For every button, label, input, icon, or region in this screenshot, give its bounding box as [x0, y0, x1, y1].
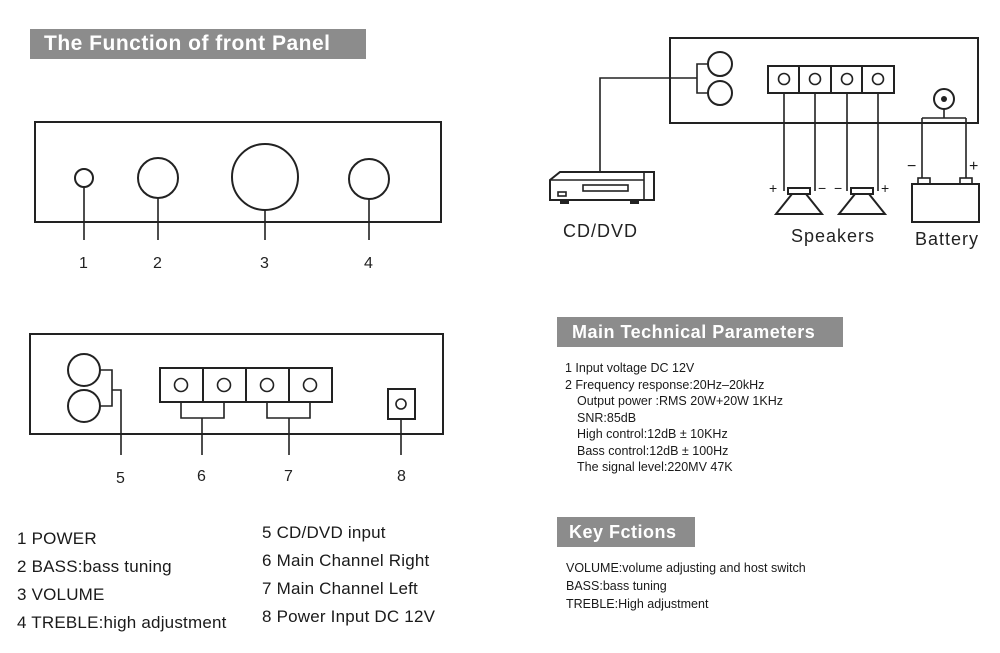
- key-functions-title: Key Fctions: [557, 517, 695, 547]
- leader-5: [112, 389, 122, 455]
- param-snr: SNR:85dB: [577, 410, 637, 425]
- terminal-2: [216, 377, 232, 393]
- cd-dvd-label: CD/DVD: [563, 221, 639, 241]
- technical-title: Main Technical Parameters: [557, 317, 843, 347]
- volume-knob: [231, 143, 299, 211]
- front-panel-outline: [34, 121, 442, 223]
- front-panel-title: The Function of front Panel: [30, 29, 366, 59]
- legend-item-bass: 2 BASS:bass tuning: [17, 557, 172, 576]
- legend-item-power-input: 8 Power Input DC 12V: [262, 607, 436, 626]
- param-output-power: Output power :RMS 20W+20W 1KHz: [577, 394, 783, 408]
- param-input-voltage: 1 Input voltage DC 12V: [565, 361, 695, 375]
- battery-minus: −: [907, 158, 917, 175]
- legend-item-right-channel: 6 Main Channel Right: [262, 551, 430, 570]
- label-1: 1: [79, 255, 88, 272]
- speakers-label: Speakers: [791, 226, 876, 246]
- param-frequency: 2 Frequency response:20Hz–20kHz: [565, 377, 765, 392]
- param-bass-control: Bass control:12dB ± 100Hz: [577, 443, 729, 458]
- speaker-left: [836, 187, 888, 215]
- speaker-left-plus: +: [881, 180, 890, 196]
- battery-plus: +: [969, 158, 979, 175]
- key-bass: BASS:bass tuning: [566, 579, 667, 593]
- amp-rca-bottom: [707, 80, 733, 106]
- speaker-left-minus: −: [834, 180, 843, 196]
- left-channel-bracket: [266, 402, 311, 419]
- label-4: 4: [364, 255, 373, 272]
- legend-item-cd-input: 5 CD/DVD input: [262, 523, 386, 542]
- legend-item-power: 1 POWER: [17, 529, 97, 548]
- legend-item-treble: 4 TREBLE:high adjustment: [17, 613, 227, 632]
- bass-knob: [137, 157, 179, 199]
- label-5: 5: [116, 470, 125, 487]
- cd-signal-cable: [599, 77, 697, 178]
- dc-input-socket: [387, 388, 416, 420]
- rca-bracket: [100, 369, 113, 407]
- battery-label: Battery: [915, 229, 980, 249]
- legend-item-left-channel: 7 Main Channel Left: [262, 579, 418, 598]
- disc-tray: [582, 184, 629, 192]
- legend-left: 1 POWER 2 BASS:bass tuning 3 VOLUME 4 TR…: [17, 525, 227, 637]
- label-7: 7: [284, 468, 293, 485]
- amp-rca-top: [707, 51, 733, 77]
- legend-item-volume: 3 VOLUME: [17, 585, 105, 604]
- param-signal-level: The signal level:220MV 47K: [577, 460, 733, 474]
- front-panel-drawing: [34, 121, 442, 240]
- power-indicator: [74, 168, 94, 188]
- terminal-1: [173, 377, 189, 393]
- treble-knob: [348, 158, 390, 200]
- speaker-right-minus: −: [818, 180, 827, 196]
- right-channel-bracket: [180, 402, 225, 419]
- connection-drawing: [549, 37, 980, 223]
- key-volume: VOLUME:volume adjusting and host switch: [566, 561, 806, 575]
- rear-panel-drawing: [29, 333, 444, 455]
- technical-parameters: 1 Input voltage DC 12V 2 Frequency respo…: [565, 360, 783, 476]
- rca-jack-top: [67, 353, 101, 387]
- legend-right: 5 CD/DVD input 6 Main Channel Right 7 Ma…: [262, 519, 435, 631]
- terminal-3: [259, 377, 275, 393]
- label-2: 2: [153, 255, 162, 272]
- speaker-right-plus: +: [769, 180, 778, 196]
- cd-dvd-player: [549, 171, 655, 201]
- key-functions-list: VOLUME:volume adjusting and host switch …: [566, 559, 806, 613]
- param-high-control: High control:12dB ± 10KHz: [577, 427, 728, 441]
- speaker-right: [773, 187, 825, 215]
- rear-panel-outline: [29, 333, 444, 435]
- terminal-4: [302, 377, 318, 393]
- label-3: 3: [260, 255, 269, 272]
- battery: [911, 183, 980, 223]
- label-6: 6: [197, 468, 206, 485]
- key-treble: TREBLE:High adjustment: [566, 597, 709, 611]
- label-8: 8: [397, 468, 406, 485]
- amplifier-rear-outline: [669, 37, 979, 124]
- rca-jack-bottom: [67, 389, 101, 423]
